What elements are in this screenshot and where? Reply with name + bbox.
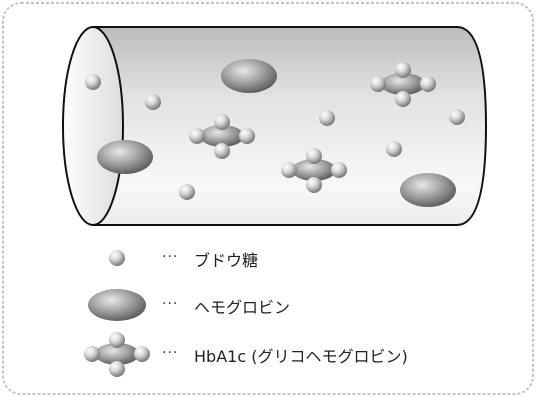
legend-label-hba1c: HbA1c (グリコヘモグロビン) — [194, 347, 408, 366]
hba1c-particle — [189, 114, 255, 159]
glucose-particle — [449, 109, 465, 125]
legend-hemoglobin-symbol — [88, 289, 146, 321]
hba1c-particle — [370, 62, 436, 107]
hemoglobin-particle — [221, 59, 277, 93]
glucose-particle — [319, 110, 335, 126]
legend-hba1c-symbol — [84, 332, 150, 377]
legend-ellipsis: ··· — [162, 345, 179, 361]
glucose-particle — [179, 184, 195, 200]
hba1c-particle — [281, 148, 347, 193]
legend-ellipsis: ··· — [162, 296, 179, 312]
legend-ellipsis: ··· — [162, 249, 179, 265]
glucose-particle — [85, 74, 101, 90]
glucose-particle — [145, 94, 161, 110]
hemoglobin-particle — [97, 140, 153, 174]
hemoglobin-particle — [400, 173, 456, 207]
legend-label-glucose: ブドウ糖 — [194, 251, 259, 270]
legend-glucose-symbol — [109, 250, 125, 266]
glucose-particle — [386, 141, 402, 157]
vessel-opening — [62, 26, 124, 226]
legend-label-hemoglobin: ヘモグロビン — [194, 298, 291, 317]
